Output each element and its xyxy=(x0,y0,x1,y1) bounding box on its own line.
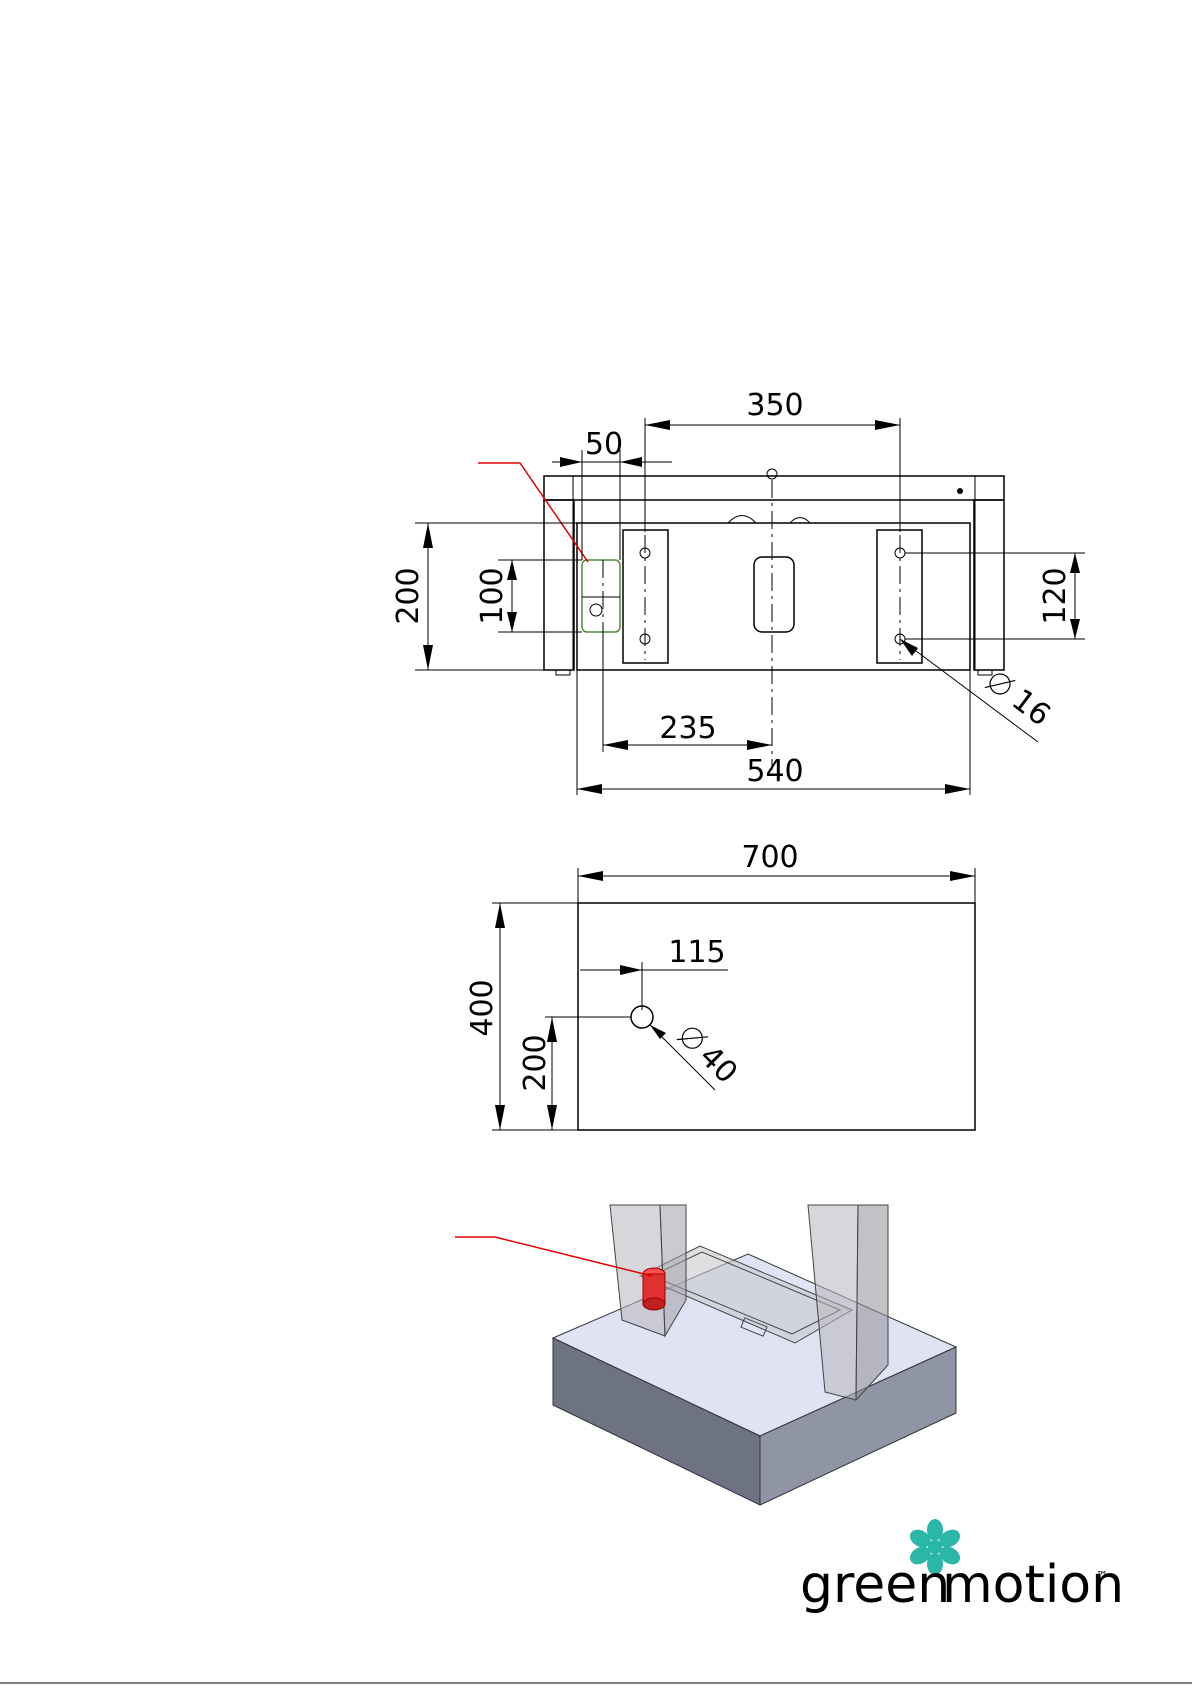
logo-trademark: ™ xyxy=(1096,1569,1108,1583)
dim-115-label: 115 xyxy=(668,935,725,970)
base-front-view: 350 50 200 100 120 235 xyxy=(391,388,1085,795)
dim-16-label: 16 xyxy=(1005,682,1057,733)
dim-350-label: 350 xyxy=(746,388,803,423)
dim-200b-label: 200 xyxy=(518,1034,553,1091)
logo-word-green: green xyxy=(800,1555,950,1615)
dim-400-label: 400 xyxy=(465,979,500,1036)
dim-200-label: 200 xyxy=(391,567,426,624)
logo-word-motion: motion xyxy=(942,1555,1124,1615)
dim-40-label: 40 xyxy=(692,1039,744,1091)
red-leader-line xyxy=(478,463,588,562)
dim-50-label: 50 xyxy=(585,427,623,462)
dim-235-label: 235 xyxy=(659,711,716,746)
dim-100-label: 100 xyxy=(475,567,510,624)
dim-700-label: 700 xyxy=(741,840,798,875)
dim-120-label: 120 xyxy=(1038,567,1073,624)
greenmotion-logo: green motion ™ xyxy=(800,1519,1124,1615)
isometric-foundation-view xyxy=(455,1205,956,1505)
foundation-plan-view: 700 400 115 200 40 xyxy=(465,840,975,1130)
dim-540-label: 540 xyxy=(746,754,803,789)
